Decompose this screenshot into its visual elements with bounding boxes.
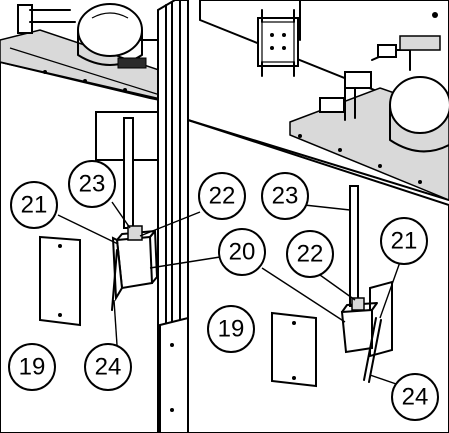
callout-19-left: 19: [8, 343, 56, 391]
callout-22-left: 22: [198, 172, 246, 220]
callout-22-right: 22: [286, 230, 334, 278]
callout-21-right: 21: [380, 217, 428, 265]
cover-plate-right: [271, 311, 317, 388]
callout-19-left-label: 19: [19, 354, 46, 381]
right-cabinet: [187, 0, 449, 433]
drain-tube-right: [349, 185, 359, 307]
callout-21-right-label: 21: [391, 228, 418, 255]
callout-23-left: 23: [68, 160, 116, 208]
drain-cup-right: [340, 297, 378, 354]
callout-21-left: 21: [10, 181, 58, 229]
callout-23-right-label: 23: [272, 183, 299, 210]
compressor-right: [319, 35, 449, 153]
callout-20-label: 20: [229, 239, 256, 266]
callout-21-left-label: 21: [21, 192, 48, 219]
callout-24-right-label: 24: [402, 384, 429, 411]
electrical-box: [257, 9, 299, 77]
callout-23-left-label: 23: [79, 171, 106, 198]
callout-24-left: 24: [84, 343, 132, 391]
callout-24-left-label: 24: [95, 354, 122, 381]
cover-plate-left: [39, 235, 81, 327]
compressor-left: [17, 3, 161, 69]
callout-23-right: 23: [261, 172, 309, 220]
center-post: [157, 0, 189, 433]
drain-tube-left: [123, 117, 134, 229]
callout-22-left-label: 22: [209, 183, 236, 210]
callout-22-right-label: 22: [297, 241, 324, 268]
callout-19-right: 19: [207, 305, 255, 353]
callout-20: 20: [218, 228, 266, 276]
callout-24-right: 24: [391, 373, 439, 421]
left-cabinet: [0, 3, 166, 433]
callout-19-right-label: 19: [218, 316, 245, 343]
